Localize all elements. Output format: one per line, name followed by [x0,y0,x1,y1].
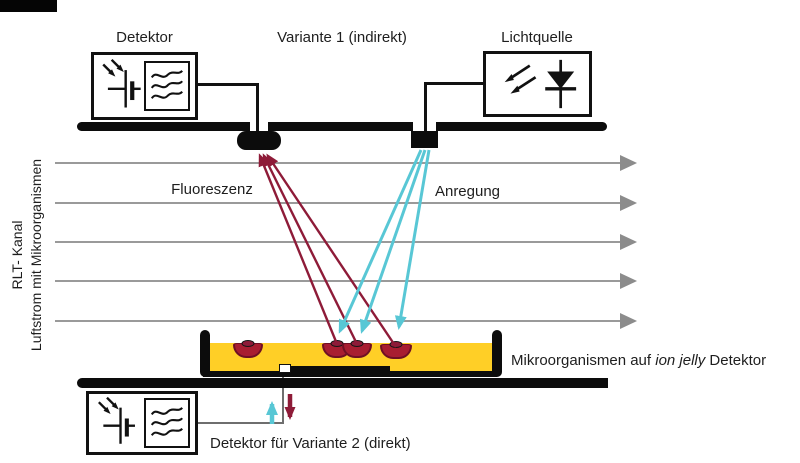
microbe-spot [241,340,255,347]
duct-top-wall-left [77,122,250,131]
duct-bottom-wall [77,378,608,388]
fluorescence-label: Fluoreszenz [171,181,253,198]
fluorescence-ray [266,153,397,348]
excitation-ray [394,149,431,330]
light-source-label: Lichtquelle [501,29,573,46]
optical-filter-icon [144,398,190,448]
jelly-wire-vertical [282,372,284,424]
airflow-arrowhead [620,155,637,171]
optical-filter-icon [144,61,190,111]
airflow-line [55,202,622,204]
corner-black-bar [0,0,57,12]
tray-rim-left [200,330,210,377]
microbe-spot [350,340,364,347]
airflow-line [55,320,622,322]
excitation-label: Anregung [434,183,501,200]
variant1-label: Variante 1 (indirekt) [277,29,407,46]
airflow-arrowhead [620,273,637,289]
detector-wire-horizontal [195,83,259,86]
duct-label-luftstrom: Luftstrom mit Mikroorganismen [28,158,44,352]
substrate-label-suffix: Detektor [705,352,767,369]
electrode-bar [290,366,390,374]
airflow-line [55,241,622,243]
duct-top-wall-right [436,122,607,131]
airflow-arrowhead [620,313,637,329]
detector-unit-box [91,52,198,120]
led-icon [504,59,577,109]
tray-rim-right [492,330,502,377]
duct-label-rlt-kanal: RLT- Kanal [9,220,25,290]
jelly-wire-horizontal [197,422,284,424]
airflow-line [55,162,622,164]
light-window-port [411,131,438,148]
light-wire-vertical [424,82,427,135]
detector2-unit-box [86,391,198,455]
airflow-arrowhead [620,234,637,250]
detector-wire-vertical [256,83,259,135]
detector2-label: Detektor für Variante 2 (direkt) [210,435,411,452]
microorganism-blob [233,340,263,358]
substrate-label-prefix: Mikroorganismen auf [511,352,656,369]
light-source-unit-box [483,51,592,117]
fluorescence-ray [262,153,359,345]
airflow-arrowhead [620,195,637,211]
microbe-spot [389,341,403,348]
detector-top-label: Detektor [116,29,173,46]
photodiode-icon [94,395,138,451]
tray-bottom [203,371,497,377]
photodiode-icon [99,57,143,115]
detector-window-port [237,131,281,150]
substrate-label-ion-jelly: ion jelly [655,352,706,369]
duct-top-wall-middle [268,122,413,131]
substrate-label: Mikroorganismen auf ion jelly Detektor [511,352,766,369]
electrode-contact-pad [279,364,291,373]
light-wire-horizontal [424,82,484,85]
airflow-line [55,280,622,282]
